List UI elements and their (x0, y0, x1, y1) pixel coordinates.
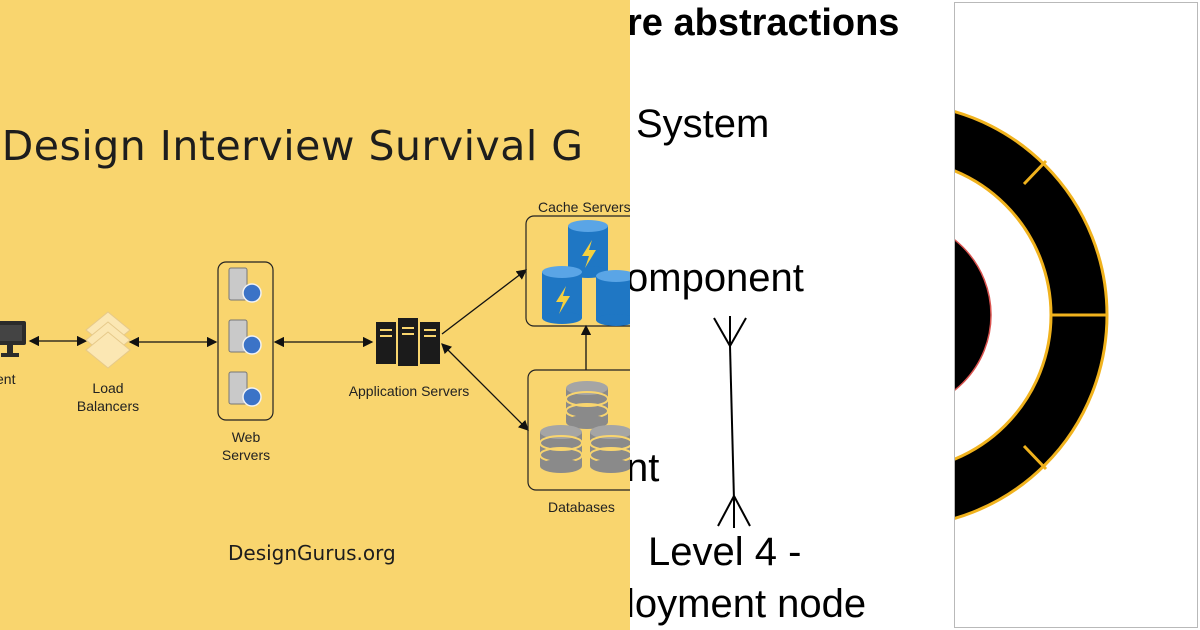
application-servers-icon (376, 318, 440, 366)
cache-servers-group (525, 215, 630, 327)
databases-label: Databases (548, 499, 615, 515)
client-monitor-icon (0, 321, 26, 357)
deployment-node-text: loyment node (630, 582, 867, 626)
app-to-cache-connector (441, 269, 528, 335)
load-balancer-icon (85, 311, 131, 369)
web-servers-group (217, 261, 274, 421)
architecture-diagram (0, 215, 630, 491)
ring-core (955, 239, 992, 391)
cache-servers-label: Cache Servers (538, 199, 630, 215)
databases-group (527, 369, 630, 491)
application-servers-label: Application Servers (348, 383, 470, 399)
load-balancers-label-line2: Balancers (76, 398, 140, 414)
client-label: ent (0, 371, 16, 387)
ring-diagram (955, 110, 1109, 520)
web-servers-label-line1: Web (231, 429, 261, 445)
cache-server-icon (542, 220, 630, 326)
level-component-text: omponent (630, 256, 804, 300)
level-4-text: Level 4 - (648, 530, 802, 574)
web-servers-label-line2: Servers (221, 447, 271, 463)
system-design-cover-panel: em Design Interview Survival G (0, 0, 630, 630)
app-to-db-connector (441, 343, 529, 431)
database-icon (539, 381, 630, 473)
crows-foot-relationship (713, 316, 751, 528)
level-nt-text: nt (630, 446, 660, 490)
brand-text: DesignGurus.org (228, 541, 396, 565)
level-system-text: System (636, 102, 770, 146)
web-server-icon (228, 267, 262, 407)
c4-abstractions-panel: re abstractions System omponent nt Level… (630, 0, 954, 630)
ring-diagram-panel (954, 2, 1198, 628)
cover-title: em Design Interview Survival G (0, 122, 584, 170)
load-balancers-label-line1: Load (92, 380, 124, 396)
abstractions-heading: re abstractions (630, 2, 900, 44)
